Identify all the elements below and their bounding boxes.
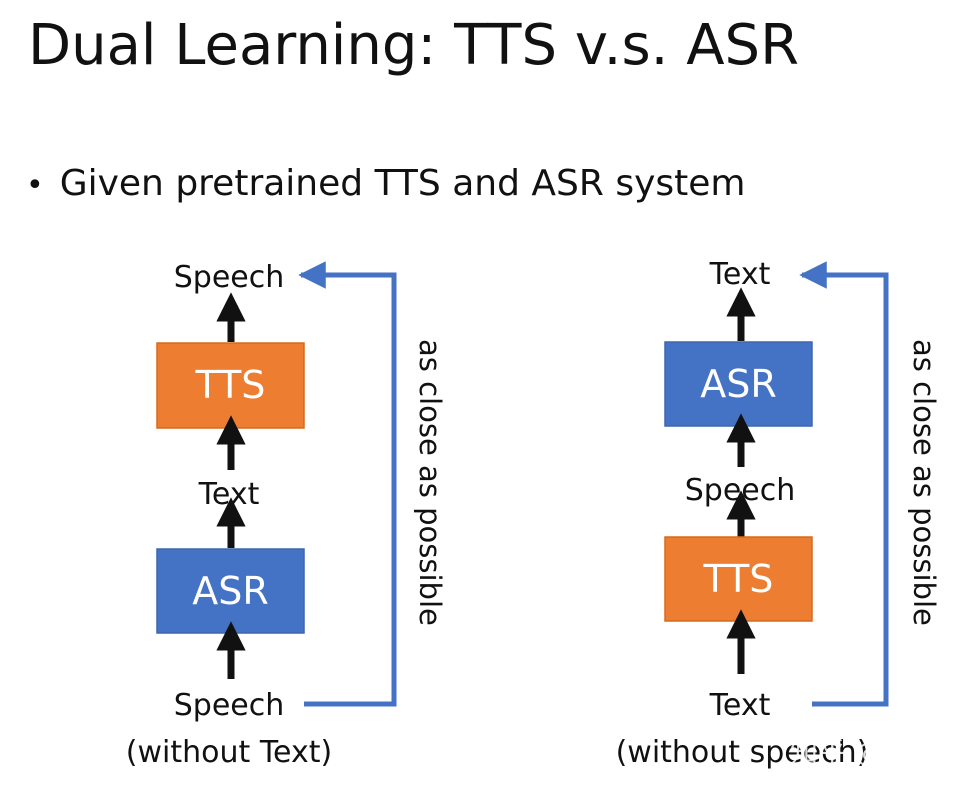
right-asr-box-label: ASR [700, 362, 777, 406]
right-tts-box [664, 536, 813, 622]
watermark-text: 知乎 @陈久 [790, 736, 939, 769]
right-blue-comparison-connector [799, 261, 889, 707]
left-asr-box-label: ASR [192, 569, 269, 613]
right-bottom-text-label: Text [709, 688, 771, 723]
right-top-text-label: Text [709, 257, 771, 292]
left-asr-box [156, 548, 305, 634]
left-side-constraint-label: as close as possible [413, 339, 447, 626]
page-title: Dual Learning: TTS v.s. ASR [28, 13, 799, 78]
right-tts-box-label: TTS [703, 557, 774, 601]
left-blue-comparison-connector [298, 261, 397, 707]
left-top-speech-label: Speech [174, 260, 285, 295]
right-middle-speech-label: Speech [685, 473, 796, 508]
bullet-text: Given pretrained TTS and ASR system [59, 163, 746, 204]
right-bottom-note: (without speech) [616, 735, 869, 770]
watermark: 知乎 @陈久 [790, 736, 939, 769]
right-flow: Text ASR Speech TTS Text (without speech… [616, 257, 941, 770]
bullet-marker-icon: • [26, 168, 44, 203]
left-middle-text-label: Text [198, 477, 260, 512]
left-tts-box [156, 342, 305, 429]
left-flow: Speech TTS Text ASR Speech (without Text… [126, 260, 447, 770]
right-side-constraint-label: as close as possible [907, 339, 941, 626]
left-tts-box-label: TTS [195, 363, 266, 407]
left-bottom-speech-label: Speech [174, 688, 285, 723]
bullet-point: • Given pretrained TTS and ASR system [26, 164, 745, 204]
right-asr-box [664, 341, 813, 427]
left-bottom-note: (without Text) [126, 735, 332, 770]
